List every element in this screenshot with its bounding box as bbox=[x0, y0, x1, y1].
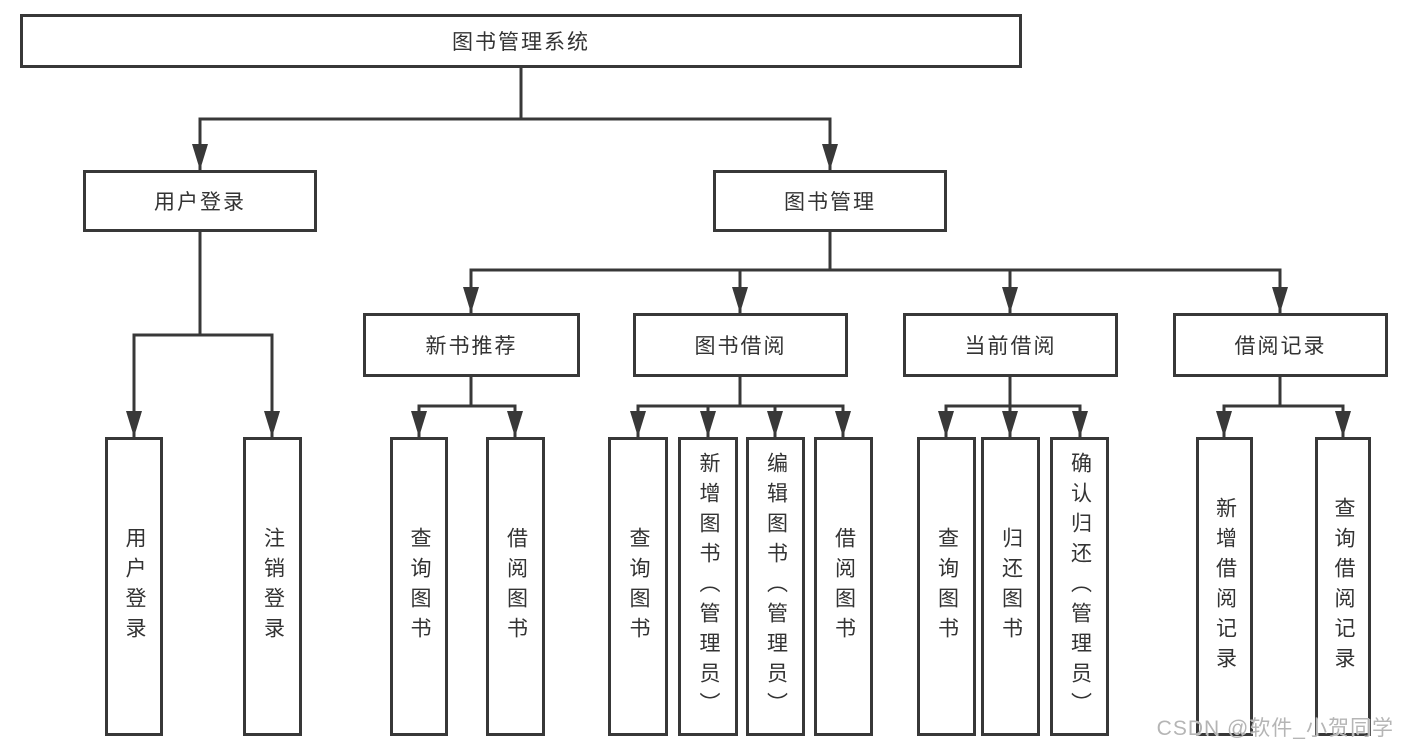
node-book-management: 图书管理 bbox=[713, 170, 947, 232]
leaf-return-book-label: 归还图书 bbox=[999, 526, 1023, 647]
leaf-logout-login: 注销登录 bbox=[243, 437, 302, 736]
leaf-user-login-label: 用户登录 bbox=[123, 526, 146, 647]
leaf-borrow-book-1: 借阅图书 bbox=[486, 437, 545, 736]
node-book-borrow-label: 图书借阅 bbox=[694, 335, 787, 358]
leaf-borrow-book-2: 借阅图书 bbox=[814, 437, 873, 736]
connector-root bbox=[192, 68, 838, 170]
leaf-query-book-1-label: 查询图书 bbox=[408, 526, 431, 647]
leaf-borrow-book-2-label: 借阅图书 bbox=[832, 526, 856, 647]
leaf-query-book-3-label: 查询图书 bbox=[935, 526, 959, 647]
leaf-confirm-return-admin: 确认归还（管理员） bbox=[1050, 437, 1109, 736]
leaf-add-book-admin: 新增图书（管理员） bbox=[678, 437, 738, 736]
leaf-query-book-2-label: 查询图书 bbox=[627, 526, 650, 647]
leaf-query-borrow-record: 查询借阅记录 bbox=[1315, 437, 1371, 736]
leaf-query-book-3: 查询图书 bbox=[917, 437, 976, 736]
node-library-system: 图书管理系统 bbox=[20, 14, 1022, 68]
node-borrow-records-label: 借阅记录 bbox=[1234, 335, 1327, 358]
leaf-confirm-return-admin-label: 确认归还（管理员） bbox=[1068, 451, 1092, 722]
leaf-return-book: 归还图书 bbox=[981, 437, 1040, 736]
node-borrow-records: 借阅记录 bbox=[1173, 313, 1388, 377]
leaf-add-borrow-record: 新增借阅记录 bbox=[1196, 437, 1253, 736]
node-current-borrow-label: 当前借阅 bbox=[964, 335, 1057, 358]
connector-user-login bbox=[126, 232, 280, 437]
leaf-add-book-admin-label: 新增图书（管理员） bbox=[697, 451, 720, 722]
leaf-edit-book-admin-label: 编辑图书（管理员） bbox=[764, 451, 788, 722]
leaf-borrow-book-1-label: 借阅图书 bbox=[504, 526, 528, 647]
leaf-edit-book-admin: 编辑图书（管理员） bbox=[746, 437, 805, 736]
node-user-login-label: 用户登录 bbox=[154, 191, 246, 214]
connector-borrow-records bbox=[1216, 377, 1351, 437]
node-book-borrow: 图书借阅 bbox=[633, 313, 848, 377]
node-new-book-recommend: 新书推荐 bbox=[363, 313, 580, 377]
connector-book-management bbox=[463, 232, 1288, 313]
leaf-user-login: 用户登录 bbox=[105, 437, 163, 736]
node-current-borrow: 当前借阅 bbox=[903, 313, 1118, 377]
leaf-logout-login-label: 注销登录 bbox=[261, 526, 285, 647]
node-library-system-label: 图书管理系统 bbox=[452, 31, 590, 54]
leaf-add-borrow-record-label: 新增借阅记录 bbox=[1213, 496, 1237, 677]
leaf-query-borrow-record-label: 查询借阅记录 bbox=[1332, 496, 1355, 677]
leaf-query-book-1: 查询图书 bbox=[390, 437, 448, 736]
connector-current-borrow bbox=[938, 377, 1088, 437]
node-user-login: 用户登录 bbox=[83, 170, 317, 232]
connector-new-book-recommend bbox=[411, 377, 523, 437]
connector-book-borrow bbox=[630, 377, 851, 437]
node-new-book-recommend-label: 新书推荐 bbox=[425, 335, 518, 358]
leaf-query-book-2: 查询图书 bbox=[608, 437, 668, 736]
node-book-management-label: 图书管理 bbox=[784, 191, 876, 214]
